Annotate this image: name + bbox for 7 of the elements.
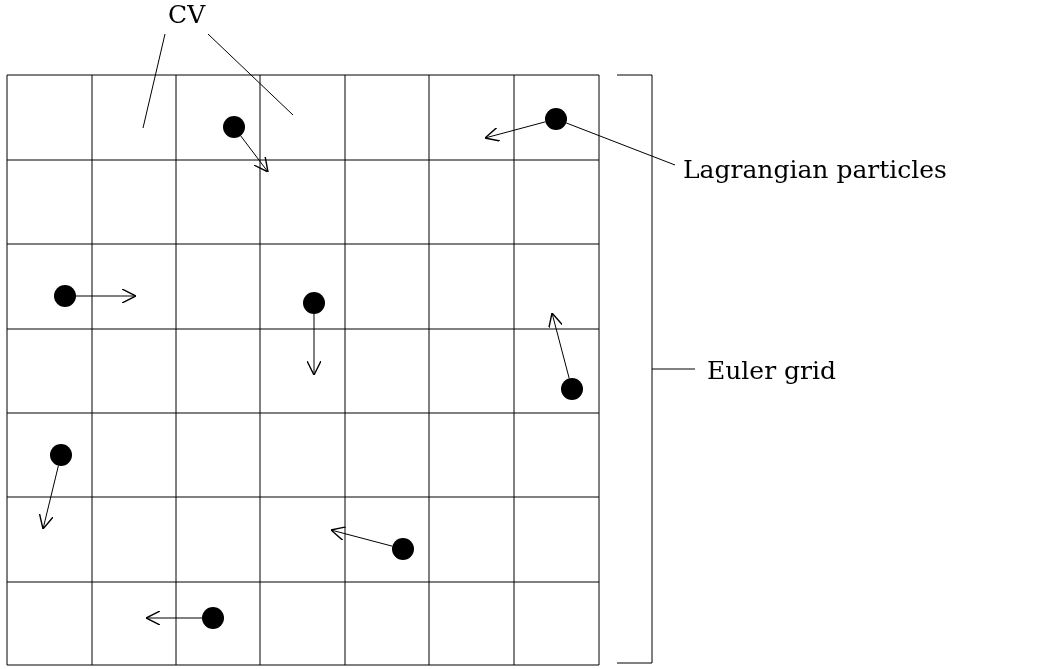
- callout-text: CV: [168, 0, 206, 30]
- leader-line: [142, 33, 166, 129]
- callout-text: Lagrangian particles: [683, 155, 947, 185]
- grid-label: Euler grid: [707, 356, 836, 386]
- leader-line: [207, 33, 294, 116]
- leader-line: [565, 122, 676, 166]
- particle-dot: [545, 108, 567, 130]
